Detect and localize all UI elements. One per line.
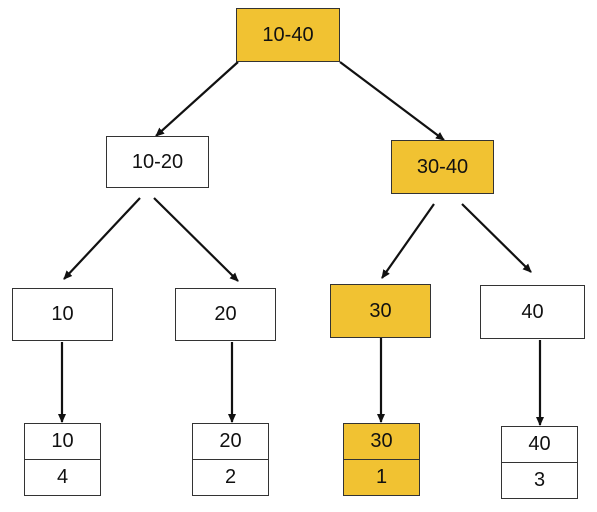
node-10-label: 10: [51, 303, 74, 325]
root-node-label: 10-40: [262, 23, 314, 46]
leaf-10-count: 4: [56, 465, 69, 488]
leaf-40: 40 3: [501, 426, 578, 499]
leaf-40-count: 3: [533, 468, 546, 491]
leaf-20-key: 20: [193, 424, 268, 460]
edge-right-to-40: [461, 203, 532, 273]
internal-node-left: 10-20: [106, 136, 209, 188]
edge-left-to-20: [153, 197, 239, 282]
node-20-label: 20: [214, 303, 237, 325]
internal-node-right-label: 30-40: [416, 155, 469, 178]
node-20: 20: [175, 288, 276, 341]
leaf-30-count: 1: [375, 465, 388, 488]
leaf-20-count: 2: [224, 465, 237, 488]
edge-root-to-right: [339, 61, 445, 141]
node-10: 10: [12, 288, 113, 341]
leaf-10: 10 4: [24, 423, 101, 496]
edge-right-to-30: [381, 203, 435, 279]
internal-node-left-label: 10-20: [131, 150, 184, 173]
node-30: 30: [330, 284, 431, 338]
root-node: 10-40: [236, 8, 340, 62]
node-30-label: 30: [369, 299, 392, 322]
leaf-10-key: 10: [25, 424, 100, 460]
leaf-40-key: 40: [502, 427, 577, 463]
leaf-30-key: 30: [344, 424, 419, 460]
edge-root-to-left: [155, 61, 239, 137]
edge-left-to-10: [63, 197, 141, 280]
leaf-20: 20 2: [192, 423, 269, 496]
node-40-label: 40: [521, 300, 544, 323]
internal-node-right: 30-40: [391, 140, 494, 194]
leaf-30: 30 1: [343, 423, 420, 496]
node-40: 40: [480, 285, 585, 339]
